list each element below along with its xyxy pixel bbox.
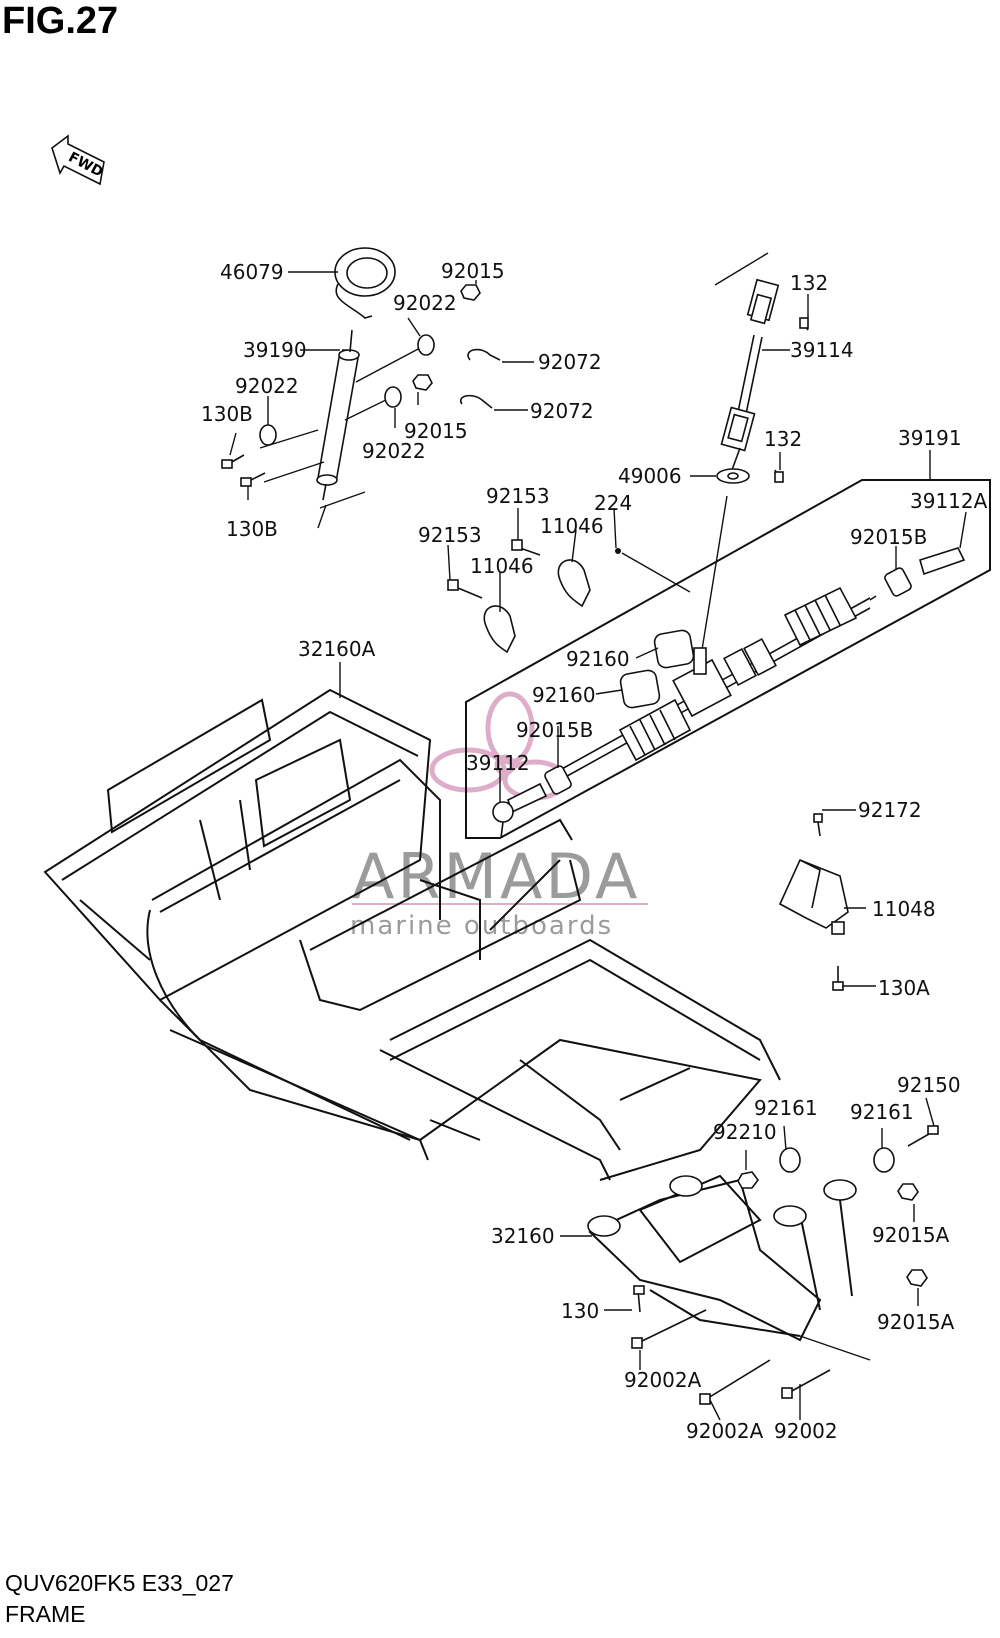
callout-11046-b: 11046 xyxy=(470,554,534,578)
callout-92022-a: 92022 xyxy=(393,291,457,315)
callout-92015A-a: 92015A xyxy=(872,1223,950,1247)
callout-92015B-b: 92015B xyxy=(516,718,593,742)
steering-shaft-group xyxy=(714,252,809,483)
callout-130B-a: 130B xyxy=(201,402,253,426)
callout-92153-b: 92153 xyxy=(418,523,482,547)
callout-11048: 11048 xyxy=(872,897,936,921)
callout-92160-a: 92160 xyxy=(566,647,630,671)
callout-92150: 92150 xyxy=(897,1073,961,1097)
callout-92153-a: 92153 xyxy=(486,484,550,508)
callout-32160A: 32160A xyxy=(298,637,376,661)
rack-clamps-group xyxy=(447,539,591,654)
leader-lines xyxy=(229,271,967,1311)
callout-92172: 92172 xyxy=(858,798,922,822)
watermark-tagline: marine outboards xyxy=(350,911,613,941)
callout-92022-c: 92022 xyxy=(362,439,426,463)
callout-39190: 39190 xyxy=(243,338,307,362)
callout-39112: 39112 xyxy=(466,751,530,775)
callout-132-a: 132 xyxy=(790,271,828,295)
callout-39112A: 39112A xyxy=(910,489,988,513)
figure-title: FIG.27 xyxy=(2,0,119,42)
callout-92210: 92210 xyxy=(713,1120,777,1144)
bracket-11048-group xyxy=(778,813,849,991)
steering-column-group xyxy=(221,247,501,529)
callout-39191: 39191 xyxy=(898,426,962,450)
callout-46079: 46079 xyxy=(220,260,284,284)
callout-130: 130 xyxy=(561,1299,599,1323)
watermark-brand: ARMADA xyxy=(352,840,640,913)
fwd-arrow-icon: FWD xyxy=(51,134,106,186)
callout-92022-b: 92022 xyxy=(235,374,299,398)
footer-section-name: FRAME xyxy=(5,1601,86,1627)
callout-92015A-b: 92015A xyxy=(877,1310,955,1334)
callout-39114: 39114 xyxy=(790,338,854,362)
callout-92015-a: 92015 xyxy=(441,259,505,283)
callout-132-b: 132 xyxy=(764,427,802,451)
callout-32160: 32160 xyxy=(491,1224,555,1248)
callout-92072-b: 92072 xyxy=(530,399,594,423)
callout-92161-a: 92161 xyxy=(754,1096,818,1120)
callout-11046-a: 11046 xyxy=(540,514,604,538)
callout-92002A-a: 92002A xyxy=(624,1368,702,1392)
propeller-logo-icon xyxy=(429,691,568,801)
callout-130B-b: 130B xyxy=(226,517,278,541)
callout-224: 224 xyxy=(594,491,632,515)
steering-rack-group xyxy=(465,468,991,839)
main-frame xyxy=(43,688,781,1181)
callout-92072-a: 92072 xyxy=(538,350,602,374)
callout-92015-b: 92015 xyxy=(404,419,468,443)
callout-130A: 130A xyxy=(878,976,930,1000)
callout-92002: 92002 xyxy=(774,1419,838,1443)
rear-arm-group xyxy=(587,1125,939,1421)
callout-92015B-a: 92015B xyxy=(850,525,927,549)
callout-labels: 46079 92015 92022 39190 92072 92022 130B… xyxy=(201,259,988,1443)
callout-92161-b: 92161 xyxy=(850,1100,914,1124)
callout-92002A-b: 92002A xyxy=(686,1419,764,1443)
callout-92160-b: 92160 xyxy=(532,683,596,707)
callout-49006: 49006 xyxy=(618,464,682,488)
footer-model-code: QUV620FK5 E33_027 xyxy=(5,1570,234,1596)
